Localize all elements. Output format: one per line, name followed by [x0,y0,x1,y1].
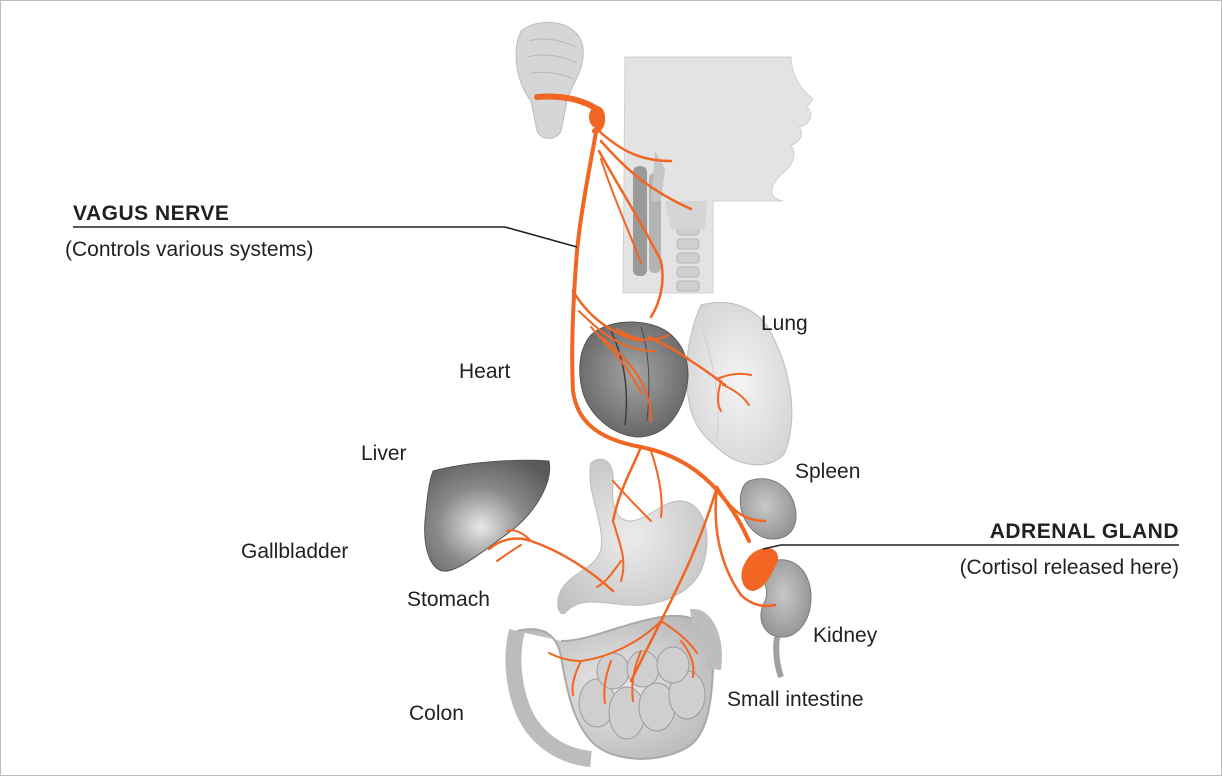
spleen-organ [740,479,796,539]
brainstem [516,22,583,138]
kidney-label: Kidney [813,625,877,646]
vagus-nerve-title: VAGUS NERVE [73,203,229,224]
colon-label: Colon [409,703,464,724]
adrenal-leader-line [763,545,1179,549]
heart-label: Heart [459,361,510,382]
liver-organ [425,460,550,571]
adrenal-gland-title: ADRENAL GLAND [935,521,1179,542]
stomach-organ [558,459,707,614]
stomach-label: Stomach [407,589,490,610]
gallbladder-label: Gallbladder [241,541,348,562]
spleen-label: Spleen [795,461,860,482]
head-neck-silhouette [623,57,813,293]
vagus-nerve-subtitle: (Controls various systems) [65,239,314,260]
small-intestine-label: Small intestine [727,689,864,710]
liver-label: Liver [361,443,407,464]
lung-label: Lung [761,313,808,334]
adrenal-gland-subtitle: (Cortisol released here) [879,557,1179,578]
